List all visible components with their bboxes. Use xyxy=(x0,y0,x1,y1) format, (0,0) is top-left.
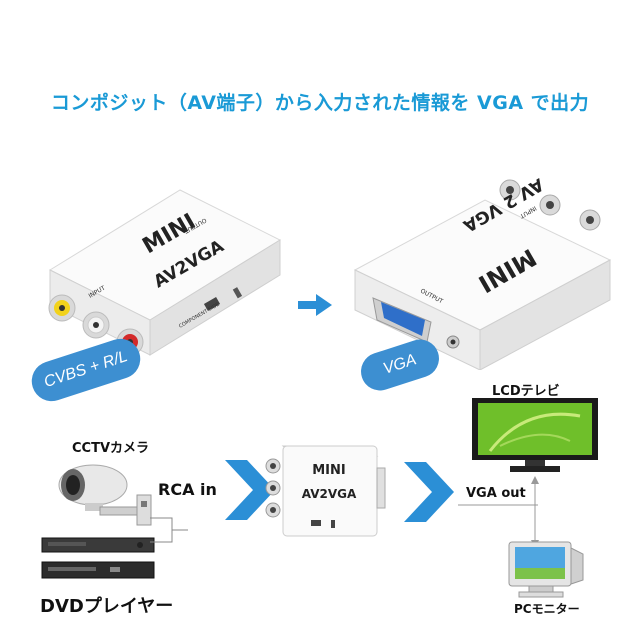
switch xyxy=(232,287,243,299)
vga-out-line xyxy=(458,504,538,506)
center-model-label: AV2VGA xyxy=(302,487,357,501)
connection-line xyxy=(531,476,539,548)
lcd-tv-icon xyxy=(472,398,598,472)
vga-out-label: VGA out xyxy=(466,486,526,501)
usb-port xyxy=(203,297,221,311)
chevron-right-icon xyxy=(225,460,275,520)
av2vga-device-left: MINI AV2VGA OUTPUT INPUT COMPONENT SIDE xyxy=(48,189,282,356)
rca-in-label: RCA in xyxy=(158,480,217,499)
cctv-camera-icon xyxy=(58,464,152,526)
pc-label: PCモニター xyxy=(514,602,580,616)
pc-monitor-icon xyxy=(508,541,584,598)
source-connector-lines xyxy=(150,517,188,543)
chevron-right-icon xyxy=(404,462,454,522)
dvd-player-icon xyxy=(41,537,155,579)
rca-jack-yellow xyxy=(48,294,76,322)
arrow-right-icon xyxy=(298,294,332,316)
av2vga-device-center: MINI AV2VGA xyxy=(265,445,386,537)
center-brand-label: MINI xyxy=(312,463,346,478)
rca-jack-white xyxy=(82,311,110,339)
cctv-label: CCTVカメラ xyxy=(72,441,150,456)
av2vga-device-right: MINI AV 2 VGA INPUT OUTPUT xyxy=(353,174,612,370)
dvd-label: DVDプレイヤー xyxy=(40,596,174,617)
headline: コンポジット（AV端子）から入力された情報を VGA で出力 xyxy=(50,92,590,114)
lcd-label: LCDテレビ xyxy=(492,384,560,399)
